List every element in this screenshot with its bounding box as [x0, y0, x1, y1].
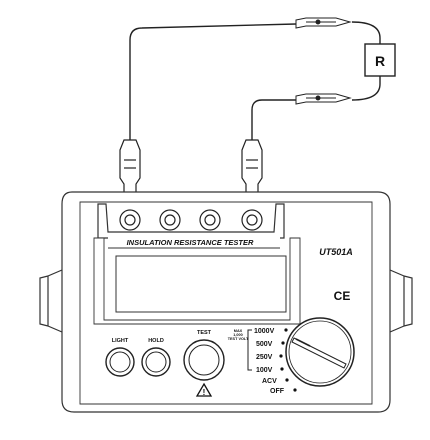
- test-leads: [129, 21, 381, 145]
- terminal-jacks: [119, 209, 263, 231]
- alligator-clip-top: [295, 17, 352, 29]
- terminal-jack: [199, 209, 221, 231]
- range-label-1000v: 1000V: [254, 328, 275, 335]
- range-label-off: OFF: [270, 388, 285, 395]
- warning-symbol: !: [203, 388, 206, 397]
- lead-wire-right: [251, 99, 296, 145]
- panel-title: INSULATION RESISTANCE TESTER: [127, 238, 254, 247]
- range-label-acv: ACV: [262, 378, 277, 385]
- hold-button[interactable]: HOLD: [141, 338, 171, 377]
- ce-mark: CE: [334, 289, 351, 303]
- lead-wire-left: [129, 23, 297, 145]
- resistor-wire: [351, 21, 381, 101]
- alligator-clip-bottom: [295, 93, 352, 105]
- warning-icon: !: [195, 382, 213, 397]
- range-label-250v: 250V: [256, 354, 273, 361]
- range-label-500v: 500V: [256, 341, 273, 348]
- light-button[interactable]: LIGHT: [105, 338, 135, 377]
- dial-pointer: [291, 337, 347, 369]
- resistor: R: [364, 43, 396, 77]
- test-button-label: TEST: [197, 330, 212, 336]
- max-note-line: 1,000: [233, 333, 243, 337]
- range-dots: [279, 328, 297, 392]
- resistor-label: R: [375, 53, 385, 69]
- range-selector-dial[interactable]: [285, 317, 355, 387]
- model-name: UT501A: [319, 247, 353, 257]
- front-panel: [93, 237, 301, 325]
- max-note-line: MAX: [234, 329, 243, 333]
- max-test-volt-note: MAX 1,000 TEST VOLT: [228, 329, 249, 341]
- side-grip-right: [389, 269, 405, 333]
- terminal-jack: [241, 209, 263, 231]
- lcd-screen: [115, 255, 287, 313]
- test-button[interactable]: TEST: [183, 330, 225, 381]
- range-labels: 1000V 500V 250V 100V ACV OFF: [254, 328, 285, 395]
- terminal-jack: [159, 209, 181, 231]
- side-grip-left: [47, 269, 63, 333]
- light-button-label: LIGHT: [112, 338, 129, 344]
- terminal-jack: [119, 209, 141, 231]
- range-bracket: [247, 329, 252, 371]
- max-note-line: TEST VOLT: [228, 337, 249, 341]
- range-label-100v: 100V: [256, 367, 273, 374]
- hold-button-label: HOLD: [148, 338, 164, 344]
